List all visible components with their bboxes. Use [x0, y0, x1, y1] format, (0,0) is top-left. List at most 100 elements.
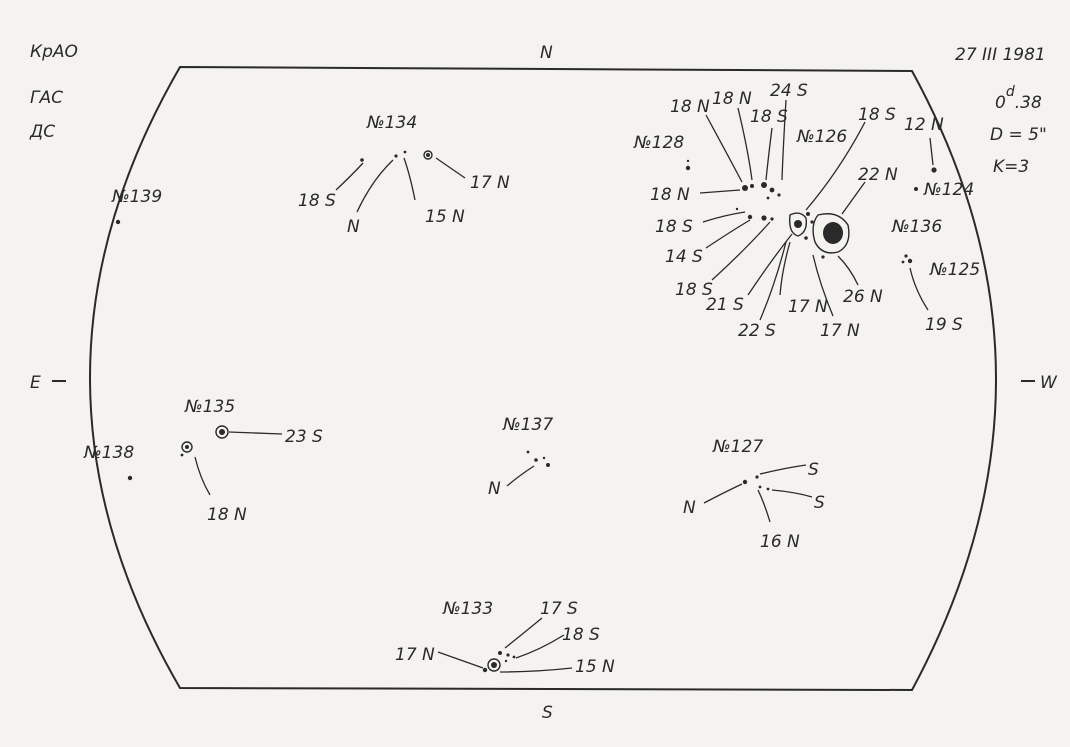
region-124-name: №124: [923, 180, 974, 200]
observatory-label: КрАО: [30, 42, 78, 62]
region-134-spot: [394, 154, 398, 158]
region-133-name: №133: [442, 599, 493, 619]
region-127-leader: [759, 464, 807, 475]
region-126-spot: [804, 236, 808, 240]
region-137-spot: [546, 463, 550, 467]
date-label: 27 III 1981: [955, 45, 1046, 65]
region-134-spot: [423, 150, 433, 160]
time-unit: d: [1006, 84, 1015, 100]
region-125-label: 19 S: [925, 315, 963, 335]
region-126-spot: [770, 217, 774, 221]
region-126-leader: [705, 219, 751, 249]
region-134-spot: [426, 153, 430, 157]
region-133-leader: [499, 667, 573, 673]
region-126-label: 22 S: [738, 321, 776, 341]
quality-label: K=3: [993, 157, 1029, 177]
region-133-label: 18 S: [562, 625, 600, 645]
region-133-spot: [506, 653, 510, 657]
region-126-leader: [765, 127, 773, 181]
region-126-leader: [837, 255, 859, 286]
region-125-spot: [901, 260, 905, 264]
region-126-leader: [781, 99, 787, 181]
region-127-spot: [742, 479, 748, 485]
region-137-spot: [542, 456, 546, 460]
region-126-label: 26 N: [843, 287, 883, 307]
region-126-leader: [841, 181, 866, 215]
region-134-label: 18 S: [298, 191, 336, 211]
region-137-label: N: [488, 479, 501, 499]
region-134-leader: [403, 157, 416, 201]
time-frac: .38: [1015, 93, 1042, 113]
region-124-spot: [931, 167, 937, 173]
region-134-leader: [335, 162, 364, 191]
method-label: ДС: [29, 122, 55, 142]
region-126-label: 18 N: [650, 185, 690, 205]
region-124-leader: [929, 137, 934, 166]
region-126-label: 24 S: [770, 81, 808, 101]
region-124-label: 12 N: [904, 115, 944, 135]
region-127-name: №127: [712, 437, 763, 457]
region-138-name: №138: [83, 443, 134, 463]
region-126-spot: [788, 212, 808, 237]
region-133-leader: [504, 617, 543, 649]
region-135-spot: [219, 429, 225, 435]
time-label: 0d.38: [995, 84, 1042, 113]
region-126-spot: [761, 182, 767, 188]
region-125-name: №125: [929, 260, 980, 280]
region-134-label: 15 N: [425, 207, 465, 227]
region-126-leader: [711, 221, 771, 281]
region-126-leader: [805, 121, 866, 211]
region-126-leader: [705, 114, 743, 183]
region-126-spot: [742, 185, 748, 191]
region-134-spot: [403, 150, 407, 154]
region-139-name: №139: [111, 187, 162, 207]
region-126-leader: [812, 254, 834, 317]
region-126-leader: [759, 241, 787, 321]
region-137-spot: [526, 450, 530, 454]
region-139-spot: [115, 219, 121, 225]
region-125-spot: [907, 258, 913, 264]
region-126-label: 18 N: [670, 97, 710, 117]
region-126-spot: [735, 207, 739, 211]
region-125-spot: [904, 254, 908, 258]
east-label: E: [30, 373, 41, 393]
region-127-label: S: [808, 460, 819, 480]
region-126-leader: [747, 233, 793, 296]
region-134-spot: [360, 158, 364, 162]
region-126-spot: [769, 187, 775, 193]
region-134-label: N: [347, 217, 360, 237]
region-133-spot: [491, 662, 497, 668]
region-126-spot: [777, 193, 781, 197]
north-label: N: [540, 43, 553, 63]
region-135-spot: [181, 441, 193, 453]
region-127-leader: [771, 489, 813, 498]
region-127-leader: [757, 489, 771, 523]
region-127-spot: [758, 485, 762, 489]
region-127-label: S: [814, 493, 825, 513]
region-126-leader: [737, 107, 753, 181]
region-126-leader: [779, 241, 791, 296]
region-128-spot: [686, 159, 690, 163]
region-126-spot: [806, 212, 810, 216]
region-133-leader: [515, 634, 565, 659]
region-124-spot: [914, 187, 918, 191]
region-134-leader: [435, 157, 466, 179]
region-128-name: №128: [633, 133, 684, 153]
region-126-label: 18 N: [712, 89, 752, 109]
region-126-label: 18 S: [655, 217, 693, 237]
region-126-label: 18 S: [750, 107, 788, 127]
disk-outline: [89, 65, 997, 692]
region-126-label: 22 N: [858, 165, 898, 185]
region-138-spot: [127, 475, 133, 481]
region-133-label: 17 N: [395, 645, 435, 665]
region-127-label: 16 N: [760, 532, 800, 552]
time-value: 0: [995, 93, 1006, 113]
region-136-name: №136: [891, 217, 942, 237]
region-127-label: N: [683, 498, 696, 518]
region-126-label: 18 S: [675, 280, 713, 300]
region-133-spot: [504, 659, 508, 663]
region-133-label: 17 S: [540, 599, 578, 619]
region-135-spot: [185, 445, 189, 449]
